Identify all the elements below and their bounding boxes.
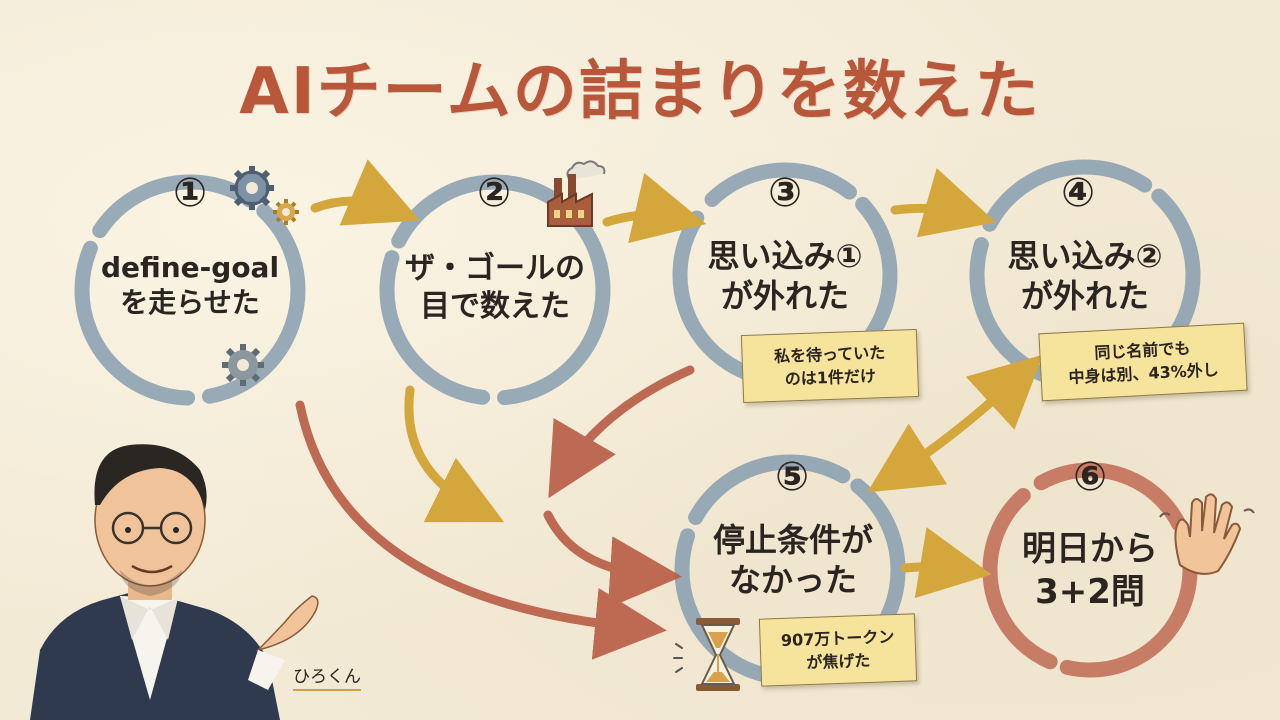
step-6-line2: 3+2問 [1035,571,1145,612]
arrow-2-to-5 [404,385,505,523]
arrow-2-to-3 [602,172,707,244]
step-5-label: 停止条件が なかった [688,520,898,600]
arrow-center-to-5 [543,510,682,609]
presenter-illustration [30,444,319,720]
step-6-number: ⑥ [1073,454,1107,500]
step-5-line2: なかった [728,561,857,599]
step-3-label: 思い込み① が外れた [680,236,890,316]
ring-step-5 [674,454,906,686]
gear-icon [222,344,264,386]
step-2-label: ザ・ゴールの 目で数えた [385,250,605,325]
step-4-label: 思い込み② が外れた [985,236,1185,316]
arrow-4-to-5 [867,354,1044,493]
step-4-line2: が外れた [1020,277,1149,315]
step-3-line1: 思い込み① [707,237,863,275]
gear-icon [273,199,299,225]
step-5-number: ⑤ [775,454,809,500]
step-3-line2: が外れた [720,277,849,315]
factory-icon [547,160,606,227]
note-step-5-line2: が焦げた [806,651,871,673]
arrow-3-to-center [548,365,695,499]
hourglass-icon [673,618,740,691]
note-step-3: 私を待っていた のは1件だけ [740,328,920,404]
step-4-number: ④ [1061,170,1095,216]
arrow-1-to-5 [295,400,667,660]
step-2-line1: ザ・ゴールの [405,251,585,286]
step-1-number: ① [173,170,207,216]
step-6-label: 明日から 3+2問 [1000,528,1180,613]
step-2-line2: 目で数えた [420,288,570,324]
step-1-line2: を走らせた [120,286,260,319]
note-step-4: 同じ名前でも 中身は別、43%外し [1038,322,1248,402]
step-3-number: ③ [768,170,802,216]
arrow-5-to-6 [900,527,992,599]
step-1-label: define-goal を走らせた [70,250,310,320]
step-4-line1: 思い込み② [1007,237,1163,275]
step-1-line1: define-goal [100,251,280,284]
ring-step-2 [379,174,611,406]
note-step-5: 907万トークン が焦げた [758,613,918,688]
step-5-line1: 停止条件が [712,521,873,559]
note-step-5-line1: 907万トークン [780,627,895,650]
step-2-number: ② [477,170,511,216]
page-title: AIチームの詰まりを数えた [239,55,1041,129]
ring-step-1 [74,174,306,406]
gear-icon [230,166,274,210]
hand-wave-icon [1159,493,1255,575]
arrow-1-to-2 [310,159,420,226]
signature: ひろくん [293,662,361,691]
arrow-3-to-4 [890,168,996,238]
step-6-line1: 明日から [1022,529,1158,569]
